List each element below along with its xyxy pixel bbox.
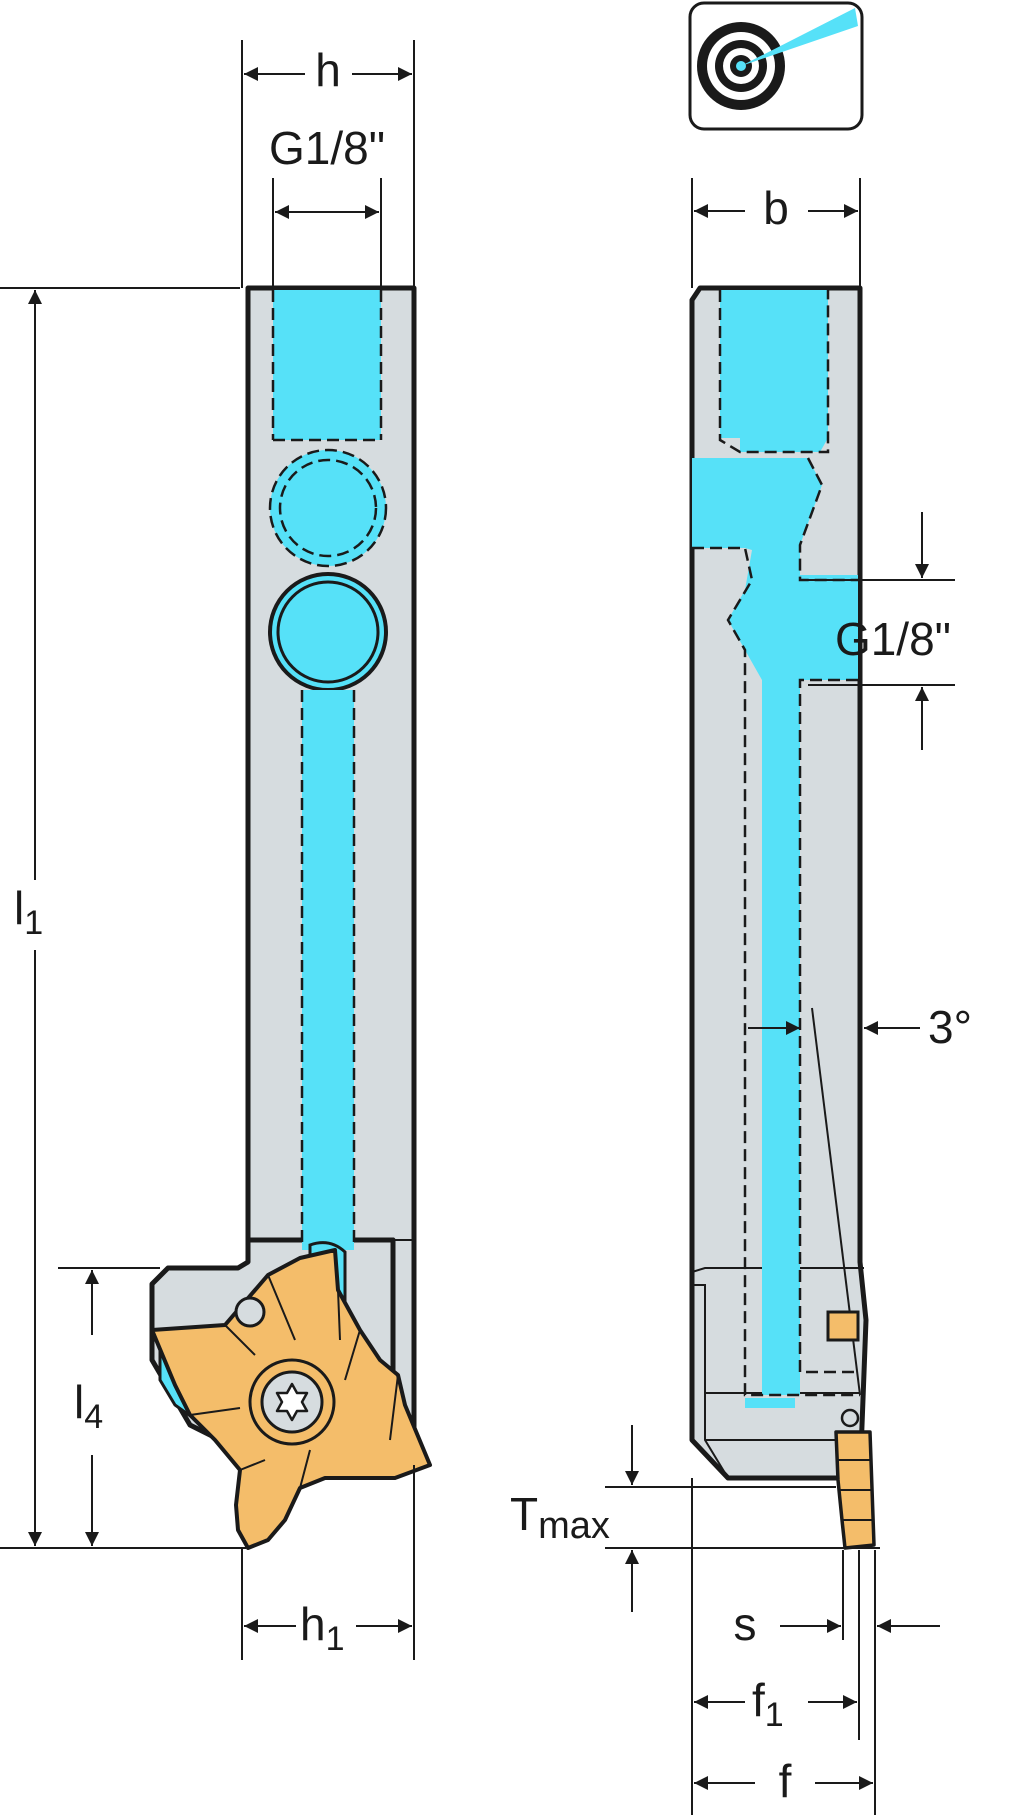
label-f1-main: f	[752, 1674, 765, 1726]
left-coolant-bore	[273, 290, 381, 440]
label-tmax: Tmax	[510, 1488, 610, 1547]
right-coolant-channel	[720, 290, 828, 452]
left-coolant-port	[268, 572, 388, 692]
label-h1: h1	[300, 1598, 345, 1658]
label-tmax-sub: max	[538, 1505, 610, 1547]
label-angle: 3°	[928, 1001, 972, 1053]
label-l1-sub: 1	[24, 904, 43, 942]
dimension-labels: h G1/8" b G1/8" l1 l4 3° Tmax h1 s f1 f	[14, 44, 972, 1807]
coolant-target-icon	[688, 1, 864, 131]
label-tmax-main: T	[510, 1488, 538, 1540]
left-view	[149, 285, 432, 1550]
left-coolant-channel	[302, 690, 354, 1250]
label-l4-sub: 4	[84, 1398, 103, 1436]
label-l1: l1	[14, 882, 43, 942]
label-f: f	[779, 1755, 792, 1807]
label-s: s	[734, 1598, 757, 1650]
label-f1: f1	[752, 1674, 784, 1734]
label-h1-main: h	[300, 1598, 326, 1650]
label-h: h	[315, 44, 341, 96]
label-l1-main: l	[14, 882, 24, 934]
left-hidden-port	[270, 450, 386, 566]
label-l4-main: l	[74, 1376, 84, 1428]
label-l4: l4	[74, 1376, 103, 1436]
label-f1-sub: 1	[765, 1696, 784, 1734]
label-b: b	[763, 182, 789, 234]
label-h1-sub: 1	[326, 1620, 345, 1658]
label-thread-left: G1/8"	[269, 122, 385, 174]
torx-icon	[275, 1382, 309, 1422]
right-view	[689, 285, 876, 1550]
dimension-lines	[0, 40, 955, 1815]
label-thread-right: G1/8"	[835, 613, 951, 665]
